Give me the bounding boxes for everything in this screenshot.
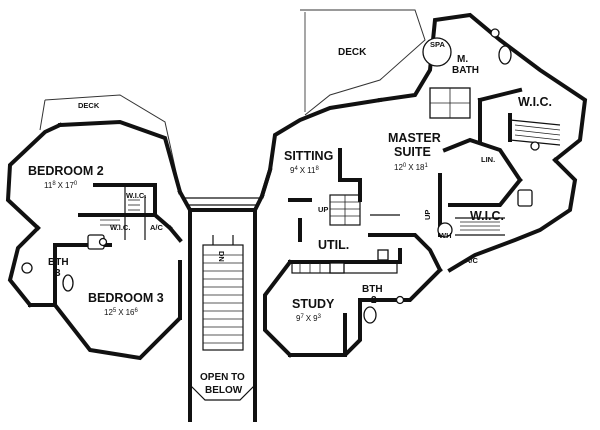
ac-left-label: A/C (150, 223, 164, 232)
util-counter (291, 249, 398, 274)
mbath-label-2: BATH (452, 65, 479, 76)
wic-small-1-label: W.I.C. (126, 191, 146, 200)
right-wing-walls (259, 12, 588, 358)
stair-hall (177, 189, 265, 422)
study-label: STUDY (292, 297, 335, 311)
spa-label: SPA (430, 40, 445, 49)
bedroom2-label: BEDROOM 2 (28, 164, 104, 178)
bth2-label-a: BTH (362, 284, 383, 295)
master-closet-fixtures (437, 189, 533, 238)
wic-lower-label: W.I.C. (470, 209, 504, 223)
master-label-1: MASTER (388, 131, 441, 145)
master-label-2: SUITE (394, 145, 431, 159)
bedroom3-label: BEDROOM 3 (88, 291, 164, 305)
deck-right (300, 9, 426, 116)
open-to-below-2: BELOW (205, 385, 243, 396)
left-wing-walls (5, 119, 183, 361)
master-wic-shelving (460, 124, 561, 231)
wh-label: WH (439, 231, 452, 240)
wic-upper-label: W.I.C. (518, 95, 552, 109)
bth2-label-b: 2 (371, 295, 377, 306)
master-bath-fixtures (422, 28, 540, 151)
bth3-label-b: 3 (55, 268, 61, 279)
up-sitting-label: UP (318, 205, 328, 214)
mbath-label-1: M. (457, 54, 468, 65)
bath2-fixtures (363, 295, 405, 324)
bth3-label-a: BTH (48, 257, 69, 268)
dn-stair-label: DN (217, 251, 226, 262)
sitting-stair (329, 194, 361, 226)
open-to-below-1: OPEN TO (200, 372, 245, 383)
wic-small-2-label: W.I.C. (110, 223, 130, 232)
deck-left (39, 94, 181, 191)
bath3-fixtures (21, 234, 108, 292)
lin-label: LIN. (481, 155, 495, 164)
util-label: UTIL. (318, 238, 349, 252)
sitting-label: SITTING (284, 149, 333, 163)
closet-shelving-left (100, 199, 140, 226)
ac-right-label: A/C (465, 256, 479, 265)
deck-right-label: DECK (338, 47, 367, 58)
deck-left-label: DECK (78, 101, 100, 110)
up-master-label: UP (423, 210, 432, 220)
stair-treads (203, 254, 243, 344)
